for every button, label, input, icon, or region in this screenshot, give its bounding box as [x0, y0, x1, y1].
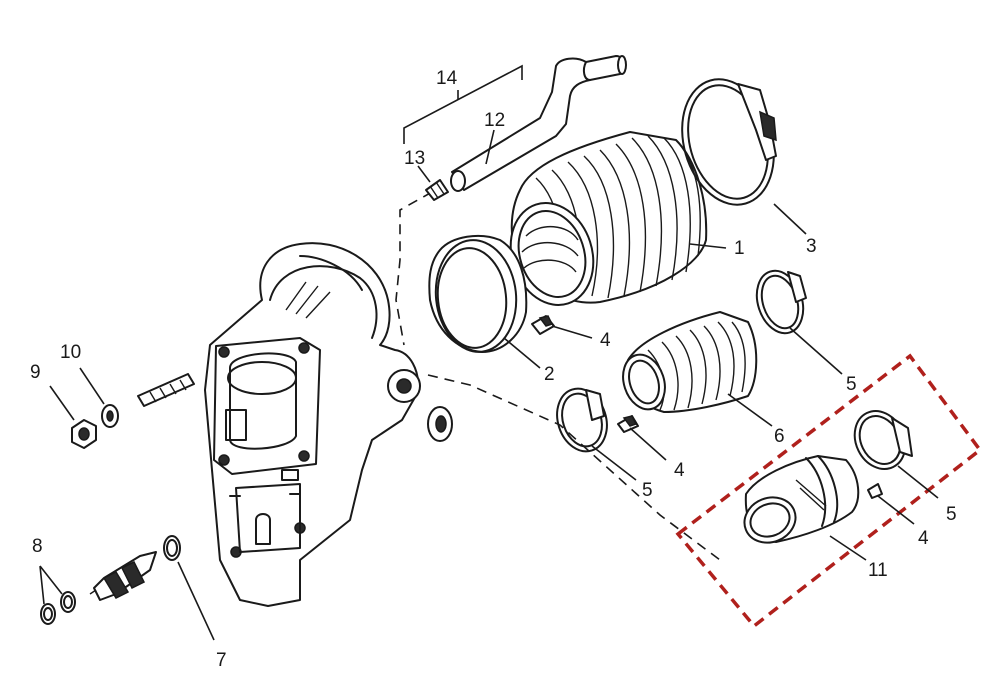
hex-nut: [71, 419, 97, 449]
medium-clamp: [755, 269, 807, 335]
callout-14: 14: [436, 68, 458, 89]
callout-5-upper: 5: [846, 374, 857, 395]
callout-2: 2: [544, 364, 555, 385]
callout-12: 12: [484, 110, 505, 131]
callout-9: 9: [30, 362, 41, 383]
callout-4-middle: 4: [674, 460, 685, 481]
clip: [867, 483, 883, 499]
callout-4-lower: 4: [918, 528, 929, 549]
callout-6: 6: [774, 426, 785, 447]
callout-11: 11: [868, 560, 888, 581]
exhaust-bellows: [509, 131, 708, 306]
small-bellows: [622, 311, 758, 413]
clip: [531, 315, 555, 335]
callout-3: 3: [806, 236, 817, 257]
callout-labels: 1 2 3 4 4 4 5 5 5 6 7 8 9 10 11 12 13 14: [30, 68, 957, 671]
gimbal-housing: [204, 242, 421, 607]
callout-10: 10: [60, 342, 81, 363]
medium-clamp: [556, 387, 608, 453]
hose-fitting: [425, 179, 449, 201]
clip: [617, 415, 639, 433]
bolt-hole: [298, 450, 310, 462]
water-hose: [450, 55, 627, 192]
callout-7: 7: [216, 650, 227, 671]
exhaust-sleeve: [743, 455, 860, 544]
drain-plug: [89, 551, 157, 601]
medium-clamp: [853, 410, 913, 470]
bolt-hole: [218, 454, 230, 466]
bolt-hole: [298, 342, 310, 354]
assembly-path-lines: [395, 191, 721, 561]
callout-4-upper: 4: [600, 330, 611, 351]
callout-5-lower: 5: [946, 504, 957, 525]
callout-13: 13: [404, 148, 425, 169]
flat-washer: [101, 404, 119, 428]
washer: [427, 406, 453, 442]
callout-8: 8: [32, 536, 43, 557]
callout-1: 1: [734, 238, 745, 259]
large-hose-clamp: [681, 78, 777, 206]
exhaust-tube: [428, 234, 528, 353]
leader-lines: [39, 64, 939, 641]
o-ring-seven: [163, 535, 181, 561]
callout-5-middle: 5: [642, 480, 653, 501]
stud: [137, 373, 195, 407]
bolt-hole: [218, 346, 230, 358]
o-rings: [40, 591, 76, 625]
